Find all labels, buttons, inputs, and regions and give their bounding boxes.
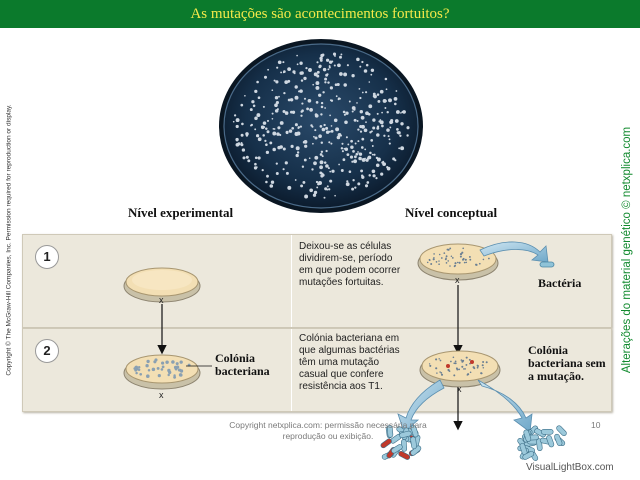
- label-colony-without-mutation: Colónia bacteriana sem a mutação.: [528, 343, 606, 383]
- dish-mark: x: [457, 384, 462, 394]
- slide-title: As mutações são acontecimentos fortuitos…: [0, 0, 640, 28]
- dish-mark: x: [159, 390, 164, 400]
- step-1-badge: 1: [35, 245, 59, 269]
- footer-copyright: Copyright netxplica.com: permissão neces…: [229, 420, 427, 441]
- mutant-arrow: [397, 379, 445, 433]
- petri-dish-photo: [219, 39, 423, 213]
- dish-mark: x: [159, 295, 164, 305]
- panel-divider: [291, 235, 292, 327]
- dish-conceptual-2: [419, 350, 501, 388]
- heading-conceptual: Nível conceptual: [405, 205, 498, 220]
- label-bacteria: Bactéria: [538, 276, 581, 290]
- heading-experimental: Nível experimental: [128, 205, 234, 220]
- dish-mark: x: [455, 275, 460, 285]
- label-bacterial-colony: Colónia bacteriana: [215, 351, 270, 378]
- dish-experimental-2: [123, 354, 201, 390]
- page-number: 10: [591, 420, 601, 430]
- nonmutant-arrow: [477, 379, 533, 433]
- step-2-badge: 2: [35, 339, 59, 363]
- watermark: VisualLightBox.com: [526, 462, 614, 473]
- step-1-description: Deixou-se as células dividirem-se, perío…: [299, 241, 401, 288]
- step-2-description: Colónia bacteriana em que algumas bactér…: [299, 333, 400, 392]
- panel-divider: [291, 329, 292, 411]
- dish-conceptual-1: [417, 243, 499, 281]
- bacteria-cluster-normal: [517, 425, 567, 461]
- bacteria-cluster-mutant: [380, 425, 422, 460]
- step-2-panel: 2 Colónia bacteriana em que algumas bact…: [22, 328, 612, 412]
- dish-experimental-1: [123, 267, 201, 303]
- bacterium-icon: [539, 261, 555, 268]
